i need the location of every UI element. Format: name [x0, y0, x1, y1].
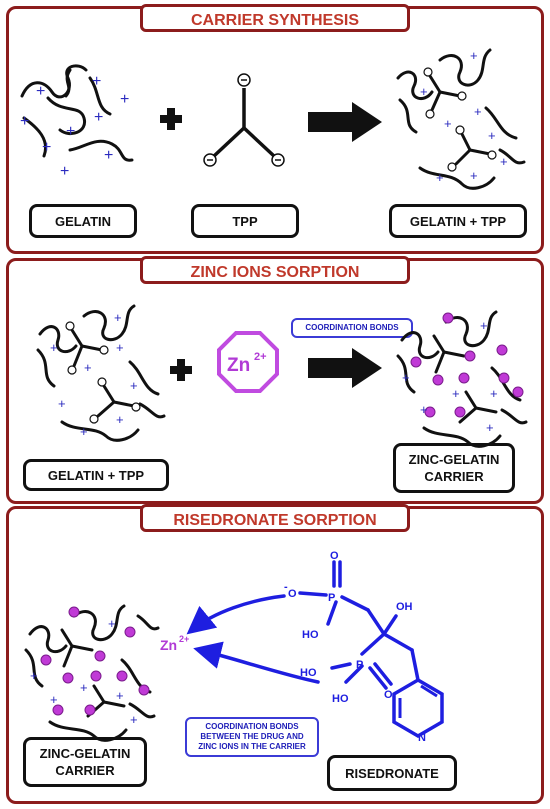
svg-text:+: + [474, 104, 482, 119]
gelatin-tpp-positive-charges: + + + + + + + + [420, 48, 508, 185]
svg-text:+: + [402, 370, 410, 385]
svg-text:+: + [84, 360, 92, 375]
svg-text:+: + [488, 128, 496, 143]
coordination-arrows [186, 594, 320, 684]
atom-o: O [288, 588, 297, 600]
label-gelatin: GELATIN [29, 204, 137, 238]
panel-carrier-synthesis: CARRIER SYNTHESIS GELATIN TPP GELATIN + … [6, 4, 544, 254]
svg-text:+: + [92, 73, 101, 90]
svg-text:+: + [104, 147, 113, 164]
plus-icon [170, 359, 192, 381]
pyridine-ring-icon [392, 677, 444, 739]
svg-text:+: + [114, 310, 122, 325]
reaction-arrow-icon [308, 348, 382, 388]
zinc-symbol: Zn [227, 355, 250, 376]
panel-title: RISEDRONATE SORPTION [140, 504, 410, 532]
svg-text:+: + [116, 688, 124, 703]
atom-p: P [328, 592, 335, 604]
carrier-zinc-ions [410, 312, 524, 418]
label-gelatin-tpp: GELATIN + TPP [23, 459, 169, 491]
coordination-bonds-note: COORDINATION BONDS [291, 318, 413, 338]
risedronate-atoms: - O O P OH HO HO P HO O N [284, 550, 426, 744]
atom-n: N [418, 732, 426, 744]
svg-text:+: + [30, 668, 38, 683]
svg-text:+: + [60, 163, 69, 180]
gelatin-tpp-left-negatives [65, 321, 141, 424]
svg-text:+: + [66, 123, 75, 140]
svg-text:+: + [94, 109, 103, 126]
carrier-positive-charges: + + + + + + [402, 318, 498, 435]
zinc-gelatin-carrier-graphic [396, 310, 528, 448]
svg-text:+: + [436, 170, 444, 185]
svg-text:+: + [470, 168, 478, 183]
svg-text:+: + [490, 386, 498, 401]
gelatin-positive-charges: + + + + + + + + + [20, 73, 129, 180]
svg-text:+: + [500, 154, 508, 169]
label-tpp: TPP [191, 204, 299, 238]
svg-text:+: + [480, 318, 488, 333]
svg-text:+: + [116, 412, 124, 427]
svg-text:+: + [120, 91, 129, 108]
svg-text:+: + [486, 420, 494, 435]
risedronate-bonds [298, 560, 420, 690]
group-ho: HO [302, 629, 319, 641]
svg-text:+: + [130, 378, 138, 393]
panel-zinc-ions-sorption: ZINC IONS SORPTION GELATIN + TPP ZINC-GE… [6, 256, 544, 504]
panel-title: ZINC IONS SORPTION [140, 256, 410, 284]
carrier-left-zinc-ions [40, 606, 150, 716]
group-ho: HO [332, 693, 349, 705]
svg-text:+: + [452, 386, 460, 401]
label-risedronate: RISEDRONATE [327, 755, 457, 791]
gelatin-tpp-negatives [423, 67, 497, 172]
atom-o: O [330, 550, 339, 562]
svg-text:+: + [58, 396, 66, 411]
coordination-bonds-drug-note: COORDINATION BONDS BETWEEN THE DRUG AND … [185, 717, 319, 757]
gelatin-tpp-left-positive-charges: + + + + + + + + [50, 310, 138, 439]
label-zinc-gelatin-carrier: ZINC-GELATIN CARRIER [23, 737, 147, 787]
plus-icon [160, 108, 182, 130]
atom-p: P [356, 659, 363, 671]
panel-title: CARRIER SYNTHESIS [140, 4, 410, 32]
svg-text:+: + [50, 692, 58, 707]
svg-text:+: + [42, 139, 51, 156]
svg-text:+: + [116, 340, 124, 355]
svg-text:+: + [108, 616, 116, 631]
svg-text:+: + [130, 712, 138, 727]
reaction-arrow-icon [308, 102, 382, 142]
zinc-charge: 2+ [179, 634, 189, 644]
gelatin-tpp-complex [396, 48, 526, 190]
svg-text:+: + [20, 113, 29, 130]
group-ho: HO [300, 667, 317, 679]
svg-text:+: + [420, 84, 428, 99]
atom-minus: - [284, 581, 288, 593]
group-oh: OH [396, 601, 413, 613]
gelatin-tpp-complex-left [36, 304, 166, 442]
zinc-symbol: Zn [160, 637, 177, 653]
svg-text:+: + [36, 83, 45, 100]
svg-text:+: + [470, 48, 478, 63]
zinc-ion-icon [217, 331, 279, 393]
atom-o: O [384, 689, 393, 701]
svg-text:+: + [444, 116, 452, 131]
svg-text:+: + [420, 402, 428, 417]
svg-text:+: + [80, 424, 88, 439]
svg-text:+: + [50, 340, 58, 355]
carrier-left-positive-charges: + + + + + + [30, 616, 138, 727]
tpp-molecule-icon [212, 88, 276, 158]
zinc-charge: 2+ [254, 351, 267, 363]
gelatin-chains [20, 64, 134, 162]
svg-text:+: + [80, 680, 88, 695]
label-gelatin-tpp: GELATIN + TPP [389, 204, 527, 238]
label-zinc-gelatin-carrier: ZINC-GELATIN CARRIER [393, 443, 515, 493]
